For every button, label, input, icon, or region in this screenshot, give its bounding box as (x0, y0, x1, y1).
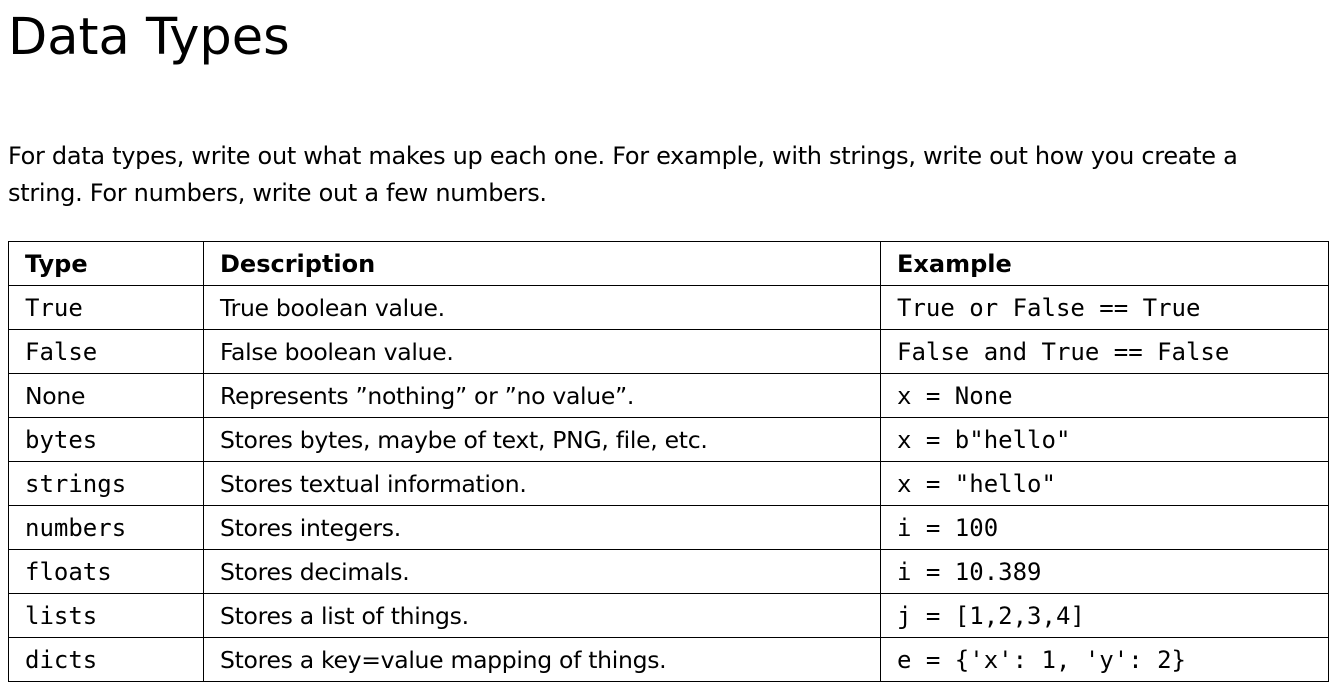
header-type: Type (8, 241, 204, 286)
example-cell: j = [1,2,3,4] (880, 593, 1329, 638)
example-cell: x = b"hello" (880, 417, 1329, 462)
table-row: None Represents ”nothing” or ”no value”.… (8, 373, 1329, 418)
example-cell: x = None (880, 373, 1329, 418)
table-row: bytes Stores bytes, maybe of text, PNG, … (8, 417, 1329, 462)
description-cell: False boolean value. (203, 329, 881, 374)
intro-paragraph: For data types, write out what makes up … (8, 142, 1238, 207)
type-cell: lists (8, 593, 204, 638)
page-title: Data Types (8, 8, 290, 67)
type-cell: numbers (8, 505, 204, 550)
example-cell: i = 10.389 (880, 549, 1329, 594)
example-cell: False and True == False (880, 329, 1329, 374)
description-cell: Stores a key=value mapping of things. (203, 637, 881, 682)
type-cell: False (8, 329, 204, 374)
header-example: Example (880, 241, 1329, 286)
type-cell: dicts (8, 637, 204, 682)
example-cell: i = 100 (880, 505, 1329, 550)
description-cell: True boolean value. (203, 285, 881, 330)
data-types-table: Type Description Example True True boole… (8, 241, 1329, 682)
description-cell: Stores decimals. (203, 549, 881, 594)
description-cell: Stores integers. (203, 505, 881, 550)
description-cell: Represents ”nothing” or ”no value”. (203, 373, 881, 418)
table-row: dicts Stores a key=value mapping of thin… (8, 637, 1329, 682)
table-row: True True boolean value. True or False =… (8, 285, 1329, 330)
example-cell: x = "hello" (880, 461, 1329, 506)
table-header-row: Type Description Example (8, 241, 1329, 286)
type-cell: None (8, 373, 204, 418)
type-cell: bytes (8, 417, 204, 462)
table-row: floats Stores decimals. i = 10.389 (8, 549, 1329, 594)
description-cell: Stores textual information. (203, 461, 881, 506)
description-cell: Stores bytes, maybe of text, PNG, file, … (203, 417, 881, 462)
example-cell: True or False == True (880, 285, 1329, 330)
table-row: numbers Stores integers. i = 100 (8, 505, 1329, 550)
table-row: lists Stores a list of things. j = [1,2,… (8, 593, 1329, 638)
example-cell: e = {'x': 1, 'y': 2} (880, 637, 1329, 682)
table-row: False False boolean value. False and Tru… (8, 329, 1329, 374)
header-description: Description (203, 241, 881, 286)
table-row: strings Stores textual information. x = … (8, 461, 1329, 506)
description-cell: Stores a list of things. (203, 593, 881, 638)
type-cell: strings (8, 461, 204, 506)
type-cell: floats (8, 549, 204, 594)
type-cell: True (8, 285, 204, 330)
